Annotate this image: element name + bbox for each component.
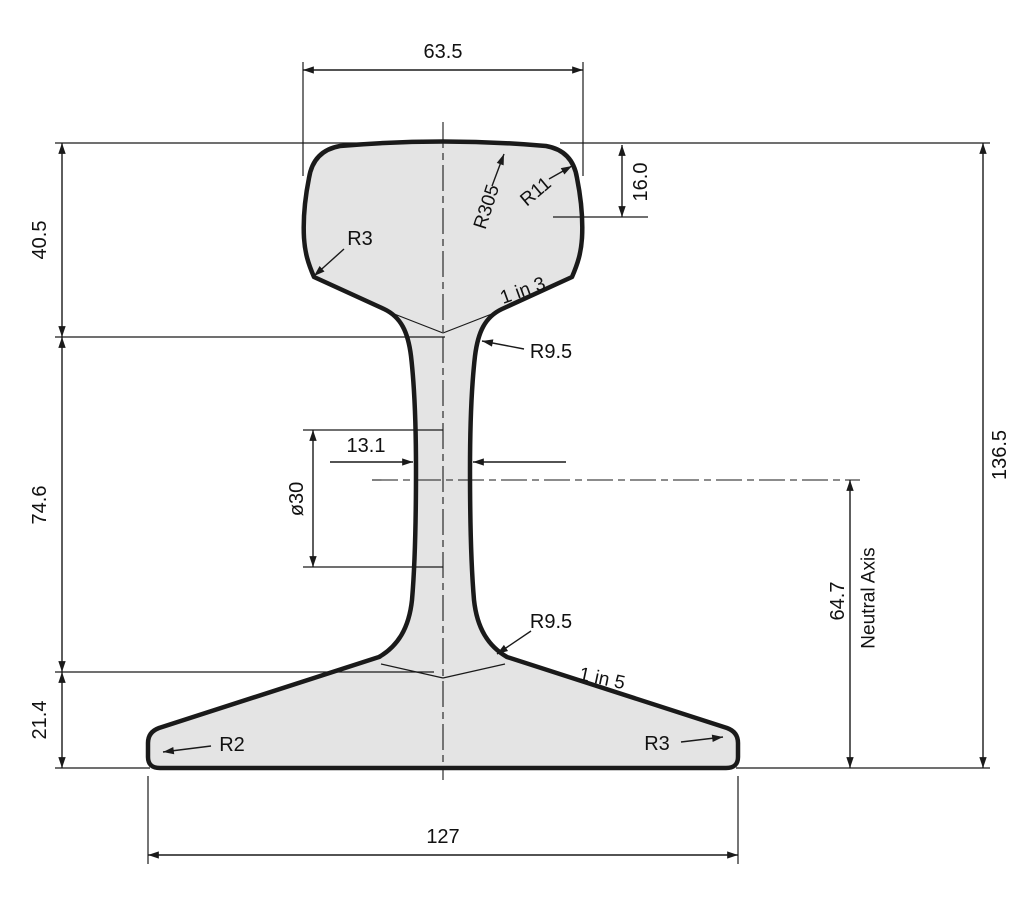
leader-head-corner-radius: [548, 165, 573, 180]
web-height-label: 74.6: [29, 486, 51, 525]
web-bottom-radius-label: R9.5: [530, 611, 572, 633]
centerlines: [372, 122, 860, 780]
head-corner-depth-label: 16.0: [630, 163, 652, 202]
leader-web-top-radius: [481, 339, 525, 350]
leader-head-fillet-radius: [313, 248, 345, 277]
extension-lines: [55, 62, 990, 864]
foot-width-label: 127: [426, 826, 459, 848]
neutral-axis-label: Neutral Axis: [859, 547, 880, 648]
foot-right-radius-label: R3: [644, 733, 670, 755]
leader-foot-right-radius: [680, 734, 724, 743]
foot-slope-line: [380, 663, 444, 679]
neutral-axis-offset-label: 64.7: [827, 582, 849, 621]
foot-slope-line: [442, 663, 506, 679]
head-slope-line: [442, 309, 503, 334]
dimension-lines: [58, 66, 987, 859]
total-height-label: 136.5: [989, 430, 1011, 480]
web-hole-label: ø30: [286, 482, 308, 516]
web-thickness-label: 13.1: [347, 435, 386, 457]
head-fillet-radius-label: R3: [347, 228, 373, 250]
head-width-label: 63.5: [424, 41, 463, 63]
leader-crown-radius: [491, 153, 505, 187]
leader-web-bottom-radius: [496, 630, 532, 655]
construction-lines: [380, 309, 506, 679]
foot-height-label: 21.4: [29, 701, 51, 740]
leader-foot-left-radius: [162, 745, 212, 755]
leader-lines: [162, 153, 724, 755]
head-height-label: 40.5: [29, 221, 51, 260]
web-top-radius-label: R9.5: [530, 341, 572, 363]
foot-left-radius-label: R2: [219, 734, 245, 756]
head-slope-line: [383, 309, 444, 334]
